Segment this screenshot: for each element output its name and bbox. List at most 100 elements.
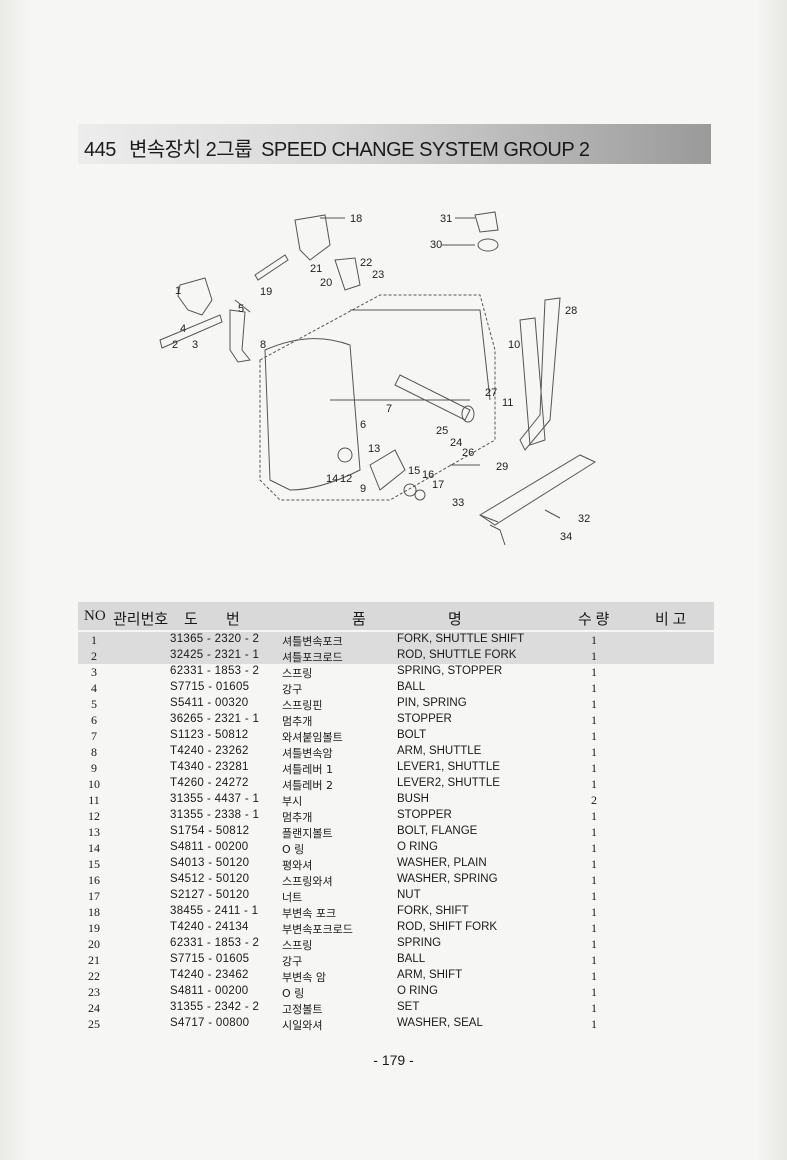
row-name-ko: 플랜지볼트 xyxy=(282,827,333,840)
callout-5: 5 xyxy=(238,303,244,315)
row-name-en: ROD, SHUTTLE FORK xyxy=(397,649,517,661)
row-name-en: BALL xyxy=(397,953,426,965)
row-name-en: WASHER, SEAL xyxy=(397,1017,483,1029)
row-name-en: BOLT xyxy=(397,729,427,741)
row-name-en: ARM, SHUTTLE xyxy=(397,745,482,757)
row-name-ko: 멈추개 xyxy=(282,715,313,728)
callout-1: 1 xyxy=(175,285,181,297)
diagram-linework xyxy=(159,211,597,546)
row-name-en: BALL xyxy=(397,681,426,693)
row-name-ko: 평와셔 xyxy=(282,859,313,872)
section-number: 445 xyxy=(84,139,116,161)
row-name-en: FORK, SHIFT xyxy=(397,905,469,917)
callout-30: 30 xyxy=(430,239,442,251)
title-english: SPEED CHANGE SYSTEM GROUP 2 xyxy=(261,139,590,161)
callout-3: 3 xyxy=(192,339,198,351)
header-name-2: 명 xyxy=(448,612,462,628)
row-qty: 1 xyxy=(591,953,597,967)
row-name-ko: 셔틀변속포크 xyxy=(282,635,343,648)
row-name-ko: 스프링와셔 xyxy=(282,875,333,888)
row-name-ko: 셔틀포크로드 xyxy=(282,651,343,664)
row-qty: 1 xyxy=(591,681,597,695)
callout-6: 6 xyxy=(360,419,366,431)
callout-25: 25 xyxy=(436,425,448,437)
row-name-en: STOPPER xyxy=(397,809,452,821)
exploded-parts-diagram: 18 31 30 22 23 21 20 19 1 5 4 2 3 8 28 1… xyxy=(150,200,620,560)
row-part-number: S1123 - 50812 xyxy=(170,729,249,741)
row-qty: 1 xyxy=(591,969,597,983)
callout-29: 29 xyxy=(496,461,508,473)
callout-31: 31 xyxy=(440,213,452,225)
row-qty: 1 xyxy=(591,649,597,663)
row-no: 15 xyxy=(88,857,100,871)
row-qty: 1 xyxy=(591,841,597,855)
row-name-en: NUT xyxy=(397,889,421,901)
row-name-ko: 부변속포크로드 xyxy=(282,923,353,936)
row-name-en: SPRING xyxy=(397,937,442,949)
callout-17: 17 xyxy=(432,479,444,491)
row-part-number: S4013 - 50120 xyxy=(170,857,250,869)
row-part-number: S4811 - 00200 xyxy=(170,985,249,997)
row-qty: 1 xyxy=(591,921,597,935)
row-no: 21 xyxy=(88,953,100,967)
header-drawing-2: 번 xyxy=(226,612,240,628)
callout-33: 33 xyxy=(452,497,464,509)
row-qty: 1 xyxy=(591,665,597,679)
row-name-ko: 부변속 암 xyxy=(282,971,326,984)
callout-15: 15 xyxy=(408,465,420,477)
row-no: 2 xyxy=(91,649,97,663)
row-qty: 1 xyxy=(591,1017,597,1031)
row-no: 4 xyxy=(91,681,97,695)
row-qty: 1 xyxy=(591,905,597,919)
callout-21: 21 xyxy=(310,263,322,275)
row-no: 3 xyxy=(91,665,97,679)
row-name-en: LEVER2, SHUTTLE xyxy=(397,777,500,789)
callout-20: 20 xyxy=(320,277,332,289)
row-name-en: LEVER1, SHUTTLE xyxy=(397,761,500,773)
row-name-ko: 셔틀레버 2 xyxy=(282,779,333,792)
header-mgmt-number: 관리번호 xyxy=(113,612,169,628)
callout-2: 2 xyxy=(172,339,178,351)
row-name-en: FORK, SHUTTLE SHIFT xyxy=(397,633,525,645)
row-part-number: 31355 - 4437 - 1 xyxy=(170,793,260,805)
row-qty: 1 xyxy=(591,697,597,711)
callout-28: 28 xyxy=(565,305,577,317)
row-name-ko: 강구 xyxy=(282,955,303,968)
title-bar xyxy=(78,124,711,164)
row-no: 16 xyxy=(88,873,100,887)
callout-19: 19 xyxy=(260,286,272,298)
row-name-ko: O 링 xyxy=(282,987,305,1000)
row-no: 7 xyxy=(91,729,97,743)
row-no: 12 xyxy=(88,809,100,823)
callout-13: 13 xyxy=(368,443,380,455)
row-name-ko: 와셔붙임볼트 xyxy=(282,731,343,744)
row-name-ko: O 링 xyxy=(282,843,305,856)
row-part-number: T4340 - 23281 xyxy=(170,761,249,773)
row-no: 13 xyxy=(88,825,100,839)
header-remark: 비 고 xyxy=(655,612,687,628)
row-part-number: S4512 - 50120 xyxy=(170,873,250,885)
row-part-number: T4240 - 23462 xyxy=(170,969,249,981)
row-part-number: 31365 - 2320 - 2 xyxy=(170,633,260,645)
callout-18: 18 xyxy=(350,213,362,225)
header-drawing-1: 도 xyxy=(184,612,198,628)
row-no: 6 xyxy=(91,713,97,727)
row-name-en: STOPPER xyxy=(397,713,452,725)
row-name-ko: 시일와셔 xyxy=(282,1019,323,1032)
row-name-en: O RING xyxy=(397,841,438,853)
